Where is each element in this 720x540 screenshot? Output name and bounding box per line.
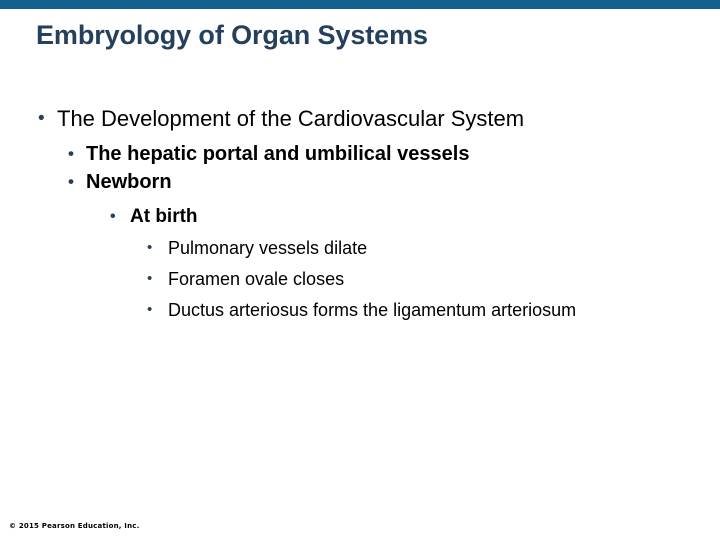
bullet-dot-icon: • <box>147 270 153 287</box>
bullet-dot-icon: • <box>147 239 153 256</box>
outline-item-level2: • The hepatic portal and umbilical vesse… <box>68 140 720 168</box>
page-title: Embryology of Organ Systems <box>36 20 428 50</box>
outline-item-level4: • At birth <box>110 203 720 230</box>
outline-item-text: Newborn <box>86 171 172 193</box>
outline-item-level5: • Foramen ovale closes <box>147 266 720 292</box>
outline-item-text: Ductus arteriosus forms the ligamentum a… <box>168 300 577 320</box>
outline-item-level5: • Pulmonary vessels dilate <box>147 235 720 261</box>
outline-item-text: Foramen ovale closes <box>168 269 345 289</box>
bullet-dot-icon: • <box>68 144 74 163</box>
outline-item-text: Pulmonary vessels dilate <box>168 238 368 258</box>
bullet-dot-icon: • <box>110 208 116 225</box>
outline-item-level5: • Ductus arteriosus forms the ligamentum… <box>147 297 720 323</box>
accent-bar <box>0 0 720 9</box>
outline-item-text: The Development of the Cardiovascular Sy… <box>57 106 525 131</box>
bullet-dot-icon: • <box>147 301 153 318</box>
outline-item-level1: • The Development of the Cardiovascular … <box>38 104 720 134</box>
slide-body-outline: • The Development of the Cardiovascular … <box>0 104 720 323</box>
bullet-dot-icon: • <box>68 172 74 191</box>
bullet-dot-icon: • <box>38 108 45 129</box>
outline-item-level2: • Newborn <box>68 168 720 196</box>
outline-item-text: The hepatic portal and umbilical vessels <box>86 143 470 165</box>
copyright-notice: © 2015 Pearson Education, Inc. <box>9 522 140 530</box>
outline-item-text: At birth <box>130 206 198 227</box>
